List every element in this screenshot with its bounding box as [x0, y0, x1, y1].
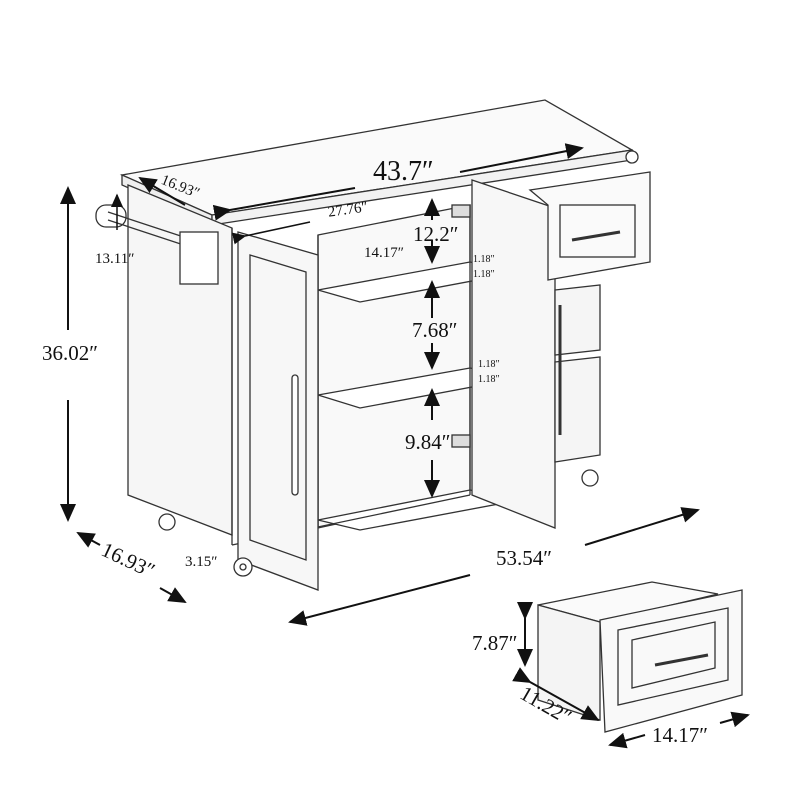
label-shelf-depth: 14.17″ — [364, 245, 404, 261]
label-drawer-height: 7.87″ — [472, 631, 518, 655]
label-shelf-adjust-1a: 1.18″ — [473, 254, 495, 265]
label-shelf-adjust-2b: 1.18″ — [478, 374, 500, 385]
label-caster-height: 3.15″ — [185, 554, 218, 570]
label-middle-shelf-gap: 7.68″ — [412, 318, 458, 342]
label-towel-rack-height: 13.11″ — [95, 251, 135, 267]
right-door — [471, 179, 556, 529]
label-total-length: 53.54″ — [496, 546, 552, 570]
label-shelf-adjust-2a: 1.18″ — [478, 359, 500, 370]
label-shelf-adjust-1b: 1.18″ — [473, 269, 495, 280]
caster — [158, 513, 176, 531]
label-total-height: 36.02″ — [42, 341, 98, 365]
middle-drawer — [554, 284, 601, 356]
top-drawer — [528, 171, 651, 281]
bottom-drawer — [554, 356, 601, 463]
left-door — [237, 231, 319, 591]
label-lower-shelf-gap: 9.84″ — [405, 430, 451, 454]
label-upper-shelf-gap: 12.2″ — [413, 222, 459, 246]
towel-rack — [179, 231, 219, 285]
label-top-width: 43.7″ — [373, 156, 434, 187]
label-drawer-width: 14.17″ — [652, 723, 708, 747]
